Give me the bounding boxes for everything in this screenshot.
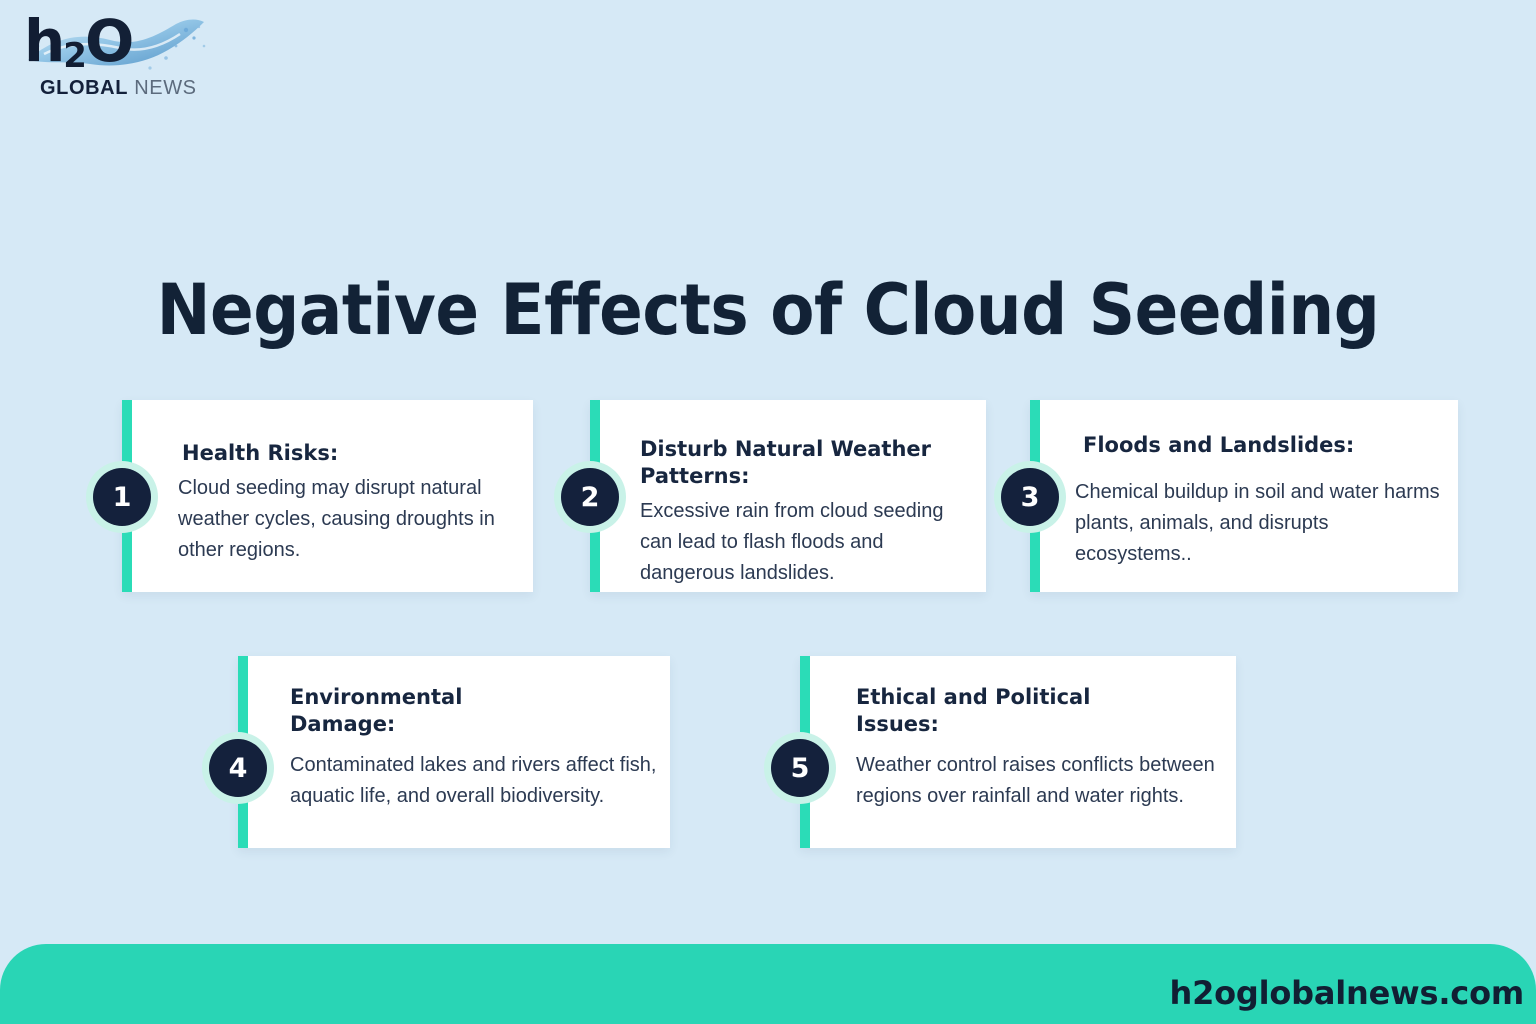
card-number-badge-5: 5	[764, 732, 836, 804]
effect-card-1[interactable]: 1 Health Risks: Cloud seeding may disrup…	[86, 400, 533, 592]
badge-number: 4	[209, 739, 267, 797]
logo-wordmark: GLOBAL NEWS	[40, 78, 197, 98]
card-text: Chemical buildup in soil and water harms…	[1075, 480, 1440, 565]
footer-website-url[interactable]: h2oglobalnews.com	[1169, 974, 1524, 1012]
card-number-badge-2: 2	[554, 461, 626, 533]
logo-wordmark-global: GLOBAL	[40, 77, 129, 99]
card-body: Floods and Landslides: Chemical buildup …	[1075, 432, 1450, 570]
card-heading: Health Risks:	[182, 441, 339, 465]
page-title: Negative Effects of Cloud Seeding	[156, 268, 1380, 351]
logo-wordmark-news-text: NEWS	[134, 77, 197, 99]
card-text: Weather control raises conflicts between…	[856, 753, 1215, 807]
card-heading: Floods and Landslides:	[1083, 433, 1355, 457]
card-text: Cloud seeding may disrupt natural weathe…	[178, 476, 495, 561]
logo-wordmark-news: NEWS	[128, 77, 197, 99]
card-text: Contaminated lakes and rivers affect fis…	[290, 753, 657, 807]
water-splash-icon	[28, 19, 206, 70]
card-heading: Disturb Natural Weather Patterns:	[640, 437, 932, 488]
card-text: Excessive rain from cloud seeding can le…	[640, 499, 944, 584]
card-body: Disturb Natural Weather Patterns: Excess…	[640, 436, 980, 589]
card-heading: Environmental Damage:	[290, 685, 463, 736]
logo-digit-2: 2	[63, 36, 87, 76]
logo-letter-o: O	[84, 7, 134, 75]
brand-logo[interactable]: h2O GLOBAL NEWS	[18, 12, 218, 112]
card-body: Environmental Damage: Contaminated lakes…	[290, 684, 660, 812]
badge-number: 1	[93, 468, 151, 526]
logo-letter-h: h	[24, 7, 65, 75]
card-number-badge-1: 1	[86, 461, 158, 533]
effect-card-5[interactable]: 5 Ethical and Political Issues: Weather …	[764, 656, 1236, 848]
effect-card-3[interactable]: 3 Floods and Landslides: Chemical buildu…	[994, 400, 1458, 592]
badge-number: 2	[561, 468, 619, 526]
logo-h2o-text: h2O	[24, 12, 134, 76]
card-body: Ethical and Political Issues: Weather co…	[856, 684, 1226, 812]
badge-number: 3	[1001, 468, 1059, 526]
effect-card-4[interactable]: 4 Environmental Damage: Contaminated lak…	[202, 656, 670, 848]
card-number-badge-4: 4	[202, 732, 274, 804]
card-heading: Ethical and Political Issues:	[856, 685, 1091, 736]
card-body: Health Risks: Cloud seeding may disrupt …	[178, 440, 523, 566]
badge-number: 5	[771, 739, 829, 797]
footer-band: h2oglobalnews.com	[0, 944, 1536, 1024]
card-number-badge-3: 3	[994, 461, 1066, 533]
logo-mark: h2O	[18, 12, 208, 84]
effect-card-2[interactable]: 2 Disturb Natural Weather Patterns: Exce…	[554, 400, 986, 592]
